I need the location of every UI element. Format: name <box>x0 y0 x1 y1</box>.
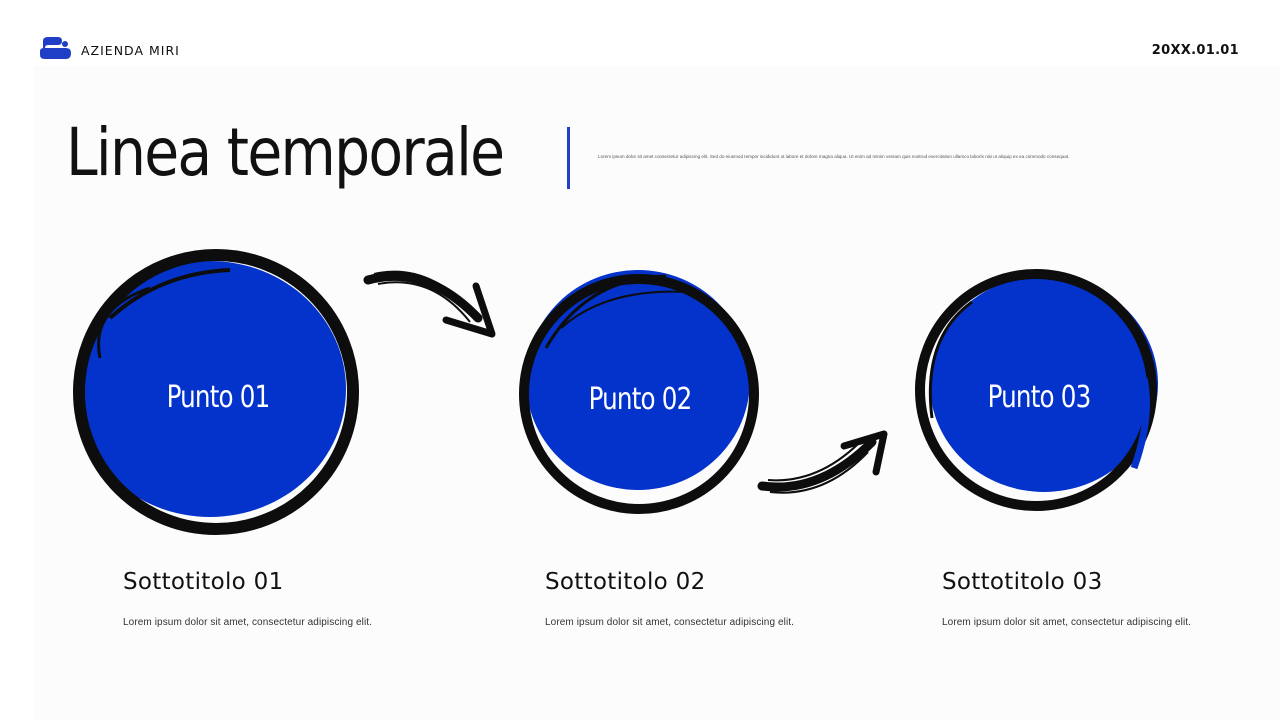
title-divider <box>567 127 570 189</box>
point-circle-1: Punto 01 <box>70 248 366 538</box>
company-name: AZIENDA MIRI <box>81 43 180 58</box>
point-label-3: Punto 03 <box>987 380 1092 415</box>
point-circle-2: Punto 02 <box>516 268 764 518</box>
brush-circle-icon <box>915 269 1158 511</box>
subtitle-2: Sottotitolo 02 <box>545 569 706 595</box>
point-circle-3: Punto 03 <box>912 268 1166 516</box>
point-label-2: Punto 02 <box>588 382 693 417</box>
description-text: Lorem ipsum dolor sit amet consectetur a… <box>598 154 1070 159</box>
brush-circle-icon <box>519 270 759 514</box>
subtitle-1: Sottotitolo 01 <box>123 569 284 595</box>
page-title: Linea temporale <box>66 114 505 191</box>
subtitle-3: Sottotitolo 03 <box>942 569 1103 595</box>
subtitle-text-1: Lorem ipsum dolor sit amet, consectetur … <box>123 617 373 628</box>
point-label-1: Punto 01 <box>166 380 271 415</box>
brush-arrow-icon <box>363 270 496 338</box>
subtitle-text-2: Lorem ipsum dolor sit amet, consectetur … <box>545 617 795 628</box>
header-date: 20XX.01.01 <box>1151 43 1239 58</box>
brand-logo-icon <box>40 37 71 59</box>
brush-circle-icon <box>73 249 359 535</box>
subtitle-text-3: Lorem ipsum dolor sit amet, consectetur … <box>942 617 1192 628</box>
brush-arrow-icon <box>757 430 888 494</box>
